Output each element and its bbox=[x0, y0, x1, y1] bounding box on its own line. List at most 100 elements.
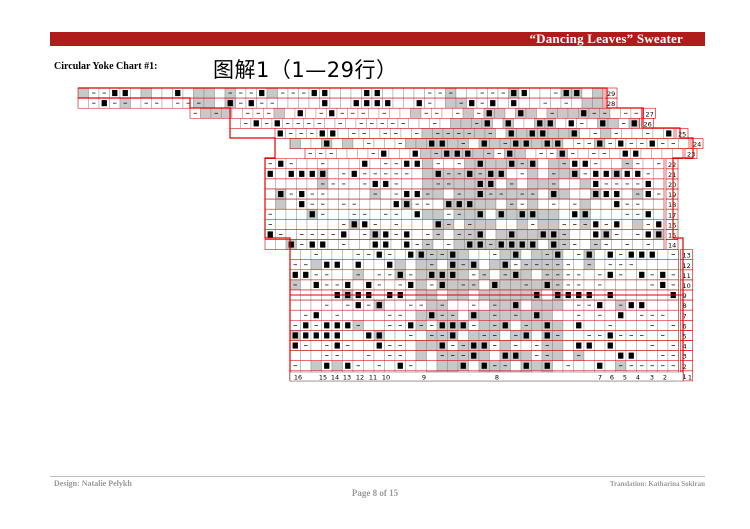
filled-stitch bbox=[603, 231, 609, 238]
chart-cell bbox=[552, 340, 564, 351]
filled-stitch bbox=[523, 332, 529, 339]
filled-stitch bbox=[387, 261, 393, 268]
filled-stitch bbox=[660, 271, 666, 278]
filled-stitch bbox=[414, 160, 420, 167]
chart-cell bbox=[305, 108, 317, 119]
chart-cell bbox=[552, 299, 564, 311]
chart-cell bbox=[340, 87, 352, 99]
chart-cell bbox=[653, 168, 665, 180]
chart-cell bbox=[485, 158, 497, 169]
filled-stitch bbox=[523, 362, 529, 369]
chart-cell bbox=[275, 219, 287, 230]
filled-stitch bbox=[576, 342, 582, 349]
filled-stitch bbox=[582, 160, 588, 167]
filled-stitch bbox=[513, 352, 519, 359]
chart-cell bbox=[285, 209, 297, 220]
chart-cell bbox=[583, 310, 595, 321]
filled-stitch bbox=[175, 90, 181, 97]
filled-stitch bbox=[502, 322, 508, 329]
chart-cell bbox=[531, 249, 543, 260]
chart-cell bbox=[537, 219, 549, 230]
filled-stitch bbox=[309, 241, 315, 248]
chart-cell bbox=[401, 178, 413, 190]
chart-cell bbox=[300, 138, 312, 149]
chart-cell bbox=[485, 229, 497, 240]
filled-stitch bbox=[408, 322, 414, 329]
filled-stitch bbox=[374, 100, 380, 107]
row-number: 11 bbox=[683, 272, 691, 280]
chart-cell bbox=[443, 158, 455, 169]
filled-stitch bbox=[277, 130, 283, 137]
chart-cell bbox=[357, 148, 369, 159]
filled-stitch bbox=[551, 241, 557, 248]
chart-cell bbox=[520, 269, 532, 281]
chart-cell bbox=[506, 219, 518, 230]
chart-cell bbox=[531, 320, 543, 331]
filled-stitch bbox=[278, 191, 284, 198]
chart-cell bbox=[579, 239, 591, 250]
stitch-number: 13 bbox=[343, 374, 351, 382]
filled-stitch bbox=[530, 160, 536, 167]
chart-cell bbox=[321, 310, 333, 321]
chart-cell bbox=[432, 198, 444, 210]
filled-stitch bbox=[544, 362, 550, 369]
chart-cell bbox=[306, 178, 318, 190]
row-number: 15 bbox=[668, 232, 676, 240]
chart-cell bbox=[200, 108, 212, 119]
chart-cell bbox=[453, 219, 465, 230]
filled-stitch bbox=[471, 312, 477, 319]
filled-stitch bbox=[519, 211, 525, 218]
chart-cell bbox=[346, 148, 358, 159]
chart-cell bbox=[327, 158, 339, 169]
chart-cell bbox=[403, 87, 415, 99]
chart-cell bbox=[457, 269, 469, 281]
chart-cell bbox=[300, 249, 312, 260]
chart-cell bbox=[432, 188, 444, 200]
chart-cell bbox=[579, 178, 591, 190]
chart-cell bbox=[426, 360, 438, 371]
chart-cell bbox=[529, 97, 541, 109]
chart-cell bbox=[426, 350, 438, 361]
filled-stitch bbox=[385, 100, 391, 107]
chart-cell bbox=[331, 249, 343, 260]
filled-stitch bbox=[618, 312, 624, 319]
filled-stitch bbox=[372, 231, 378, 238]
filled-stitch bbox=[309, 211, 315, 218]
row-number: 1 bbox=[683, 373, 687, 381]
chart-cell bbox=[579, 188, 591, 200]
filled-stitch bbox=[376, 342, 382, 349]
chart-cell bbox=[422, 219, 434, 230]
filled-stitch bbox=[649, 140, 655, 147]
chart-cell bbox=[604, 279, 616, 291]
chart-cell bbox=[447, 299, 459, 311]
filled-stitch bbox=[639, 271, 645, 278]
chart-cell bbox=[390, 239, 402, 250]
chart-cell bbox=[285, 219, 297, 230]
chart-cell bbox=[478, 259, 490, 270]
filled-stitch bbox=[649, 251, 655, 258]
design-credit: Design: Natalie Pelykh bbox=[54, 479, 132, 488]
chart-cell bbox=[411, 219, 423, 230]
chart-cell bbox=[214, 97, 226, 109]
chart-cell bbox=[636, 259, 648, 270]
row-number: 23 bbox=[687, 151, 695, 159]
chart-cell bbox=[555, 118, 567, 129]
filled-stitch bbox=[509, 231, 515, 238]
chart-cell bbox=[284, 108, 296, 119]
filled-stitch bbox=[467, 201, 473, 208]
chart-cell bbox=[453, 178, 465, 190]
chart-cell bbox=[495, 198, 507, 210]
filled-stitch bbox=[618, 140, 624, 147]
filled-stitch bbox=[324, 140, 330, 147]
stitch-number: 11 bbox=[369, 374, 377, 382]
chart-cell bbox=[527, 178, 539, 190]
filled-stitch bbox=[481, 342, 487, 349]
filled-stitch bbox=[278, 160, 284, 167]
filled-stitch bbox=[322, 100, 328, 107]
filled-stitch bbox=[484, 120, 490, 127]
filled-stitch bbox=[513, 140, 519, 147]
filled-stitch bbox=[408, 251, 414, 258]
chart-cell bbox=[373, 320, 385, 331]
filled-stitch bbox=[486, 110, 492, 117]
chart-cell bbox=[455, 87, 467, 99]
